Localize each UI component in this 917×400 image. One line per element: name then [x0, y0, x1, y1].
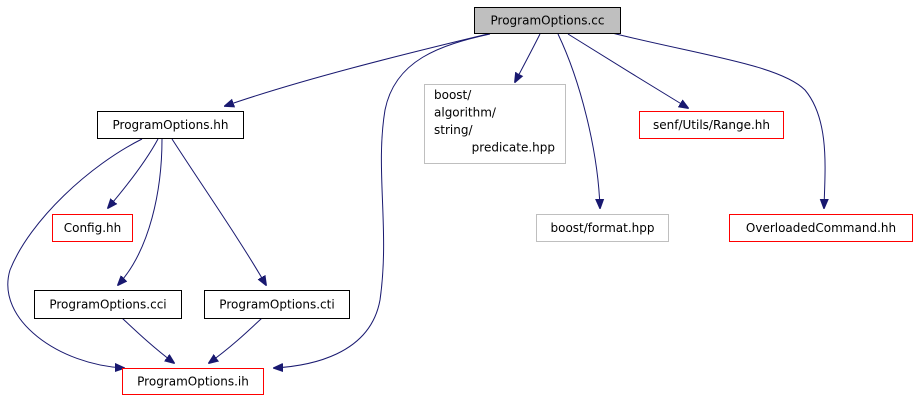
node-label: Config.hh: [64, 221, 122, 235]
edge-programoptions-cc-to-programoptions-hh: [225, 32, 493, 106]
node-label: ProgramOptions.hh: [113, 118, 229, 132]
edge-programoptions-hh-to-programoptions-ih: [7, 138, 143, 368]
edge-programoptions-cc-to-senf-utils-range-hh: [567, 33, 688, 108]
node-config-hh[interactable]: Config.hh: [52, 214, 133, 242]
node-programoptions-ih[interactable]: ProgramOptions.ih: [122, 368, 264, 395]
edge-programoptions-cc-to-boost-format-hpp: [557, 33, 600, 208]
node-programoptions-hh[interactable]: ProgramOptions.hh: [97, 111, 244, 139]
node-label-line: algorithm/: [434, 106, 497, 120]
node-label-line: string/: [434, 123, 473, 137]
node-box: [52, 214, 133, 242]
node-label: ProgramOptions.ih: [137, 375, 249, 389]
node-senf-utils-range-hh[interactable]: senf/Utils/Range.hh: [639, 111, 784, 139]
node-overloadedcommand-hh[interactable]: OverloadedCommand.hh: [729, 214, 913, 242]
node-label: boost/format.hpp: [551, 221, 655, 235]
edge-programoptions-hh-to-config-hh: [108, 138, 159, 208]
node-box: [204, 290, 350, 319]
node-programoptions-cti[interactable]: ProgramOptions.cti: [204, 290, 350, 319]
node-programoptions-cc[interactable]: ProgramOptions.cc: [474, 7, 621, 34]
edge-programoptions-hh-to-programoptions-cti: [171, 138, 266, 285]
edge-programoptions-hh-to-programoptions-cci: [118, 138, 163, 285]
node-label-line: predicate.hpp: [472, 141, 555, 155]
edge-programoptions-cc-to-boost-algorithm-string-predicate-hpp: [515, 33, 541, 82]
node-boost-format-hpp[interactable]: boost/format.hpp: [536, 214, 669, 242]
edge-programoptions-cci-to-programoptions-ih: [121, 317, 174, 363]
edge-programoptions-cc-to-overloadedcommand-hh: [611, 32, 825, 208]
node-box: [34, 290, 182, 319]
node-label: OverloadedCommand.hh: [746, 221, 896, 235]
node-box: [424, 84, 566, 164]
node-label: senf/Utils/Range.hh: [653, 118, 770, 132]
node-label-line: boost/: [434, 88, 472, 102]
node-box: [122, 368, 264, 395]
node-box: [729, 214, 913, 242]
node-programoptions-cci[interactable]: ProgramOptions.cci: [34, 290, 182, 319]
node-box: [97, 111, 244, 139]
node-box: [639, 111, 784, 139]
node-box: [474, 7, 621, 34]
node-label: ProgramOptions.cti: [219, 298, 334, 312]
node-label: ProgramOptions.cci: [49, 298, 166, 312]
edges-layer: [7, 32, 825, 368]
node-boost-algorithm-string-predicate-hpp[interactable]: boost/algorithm/string/predicate.hpp: [424, 84, 566, 164]
node-label: ProgramOptions.cc: [491, 14, 605, 28]
node-box: [536, 214, 669, 242]
edge-programoptions-cti-to-programoptions-ih: [209, 317, 263, 363]
edge-programoptions-cc-to-programoptions-ih: [274, 33, 491, 368]
